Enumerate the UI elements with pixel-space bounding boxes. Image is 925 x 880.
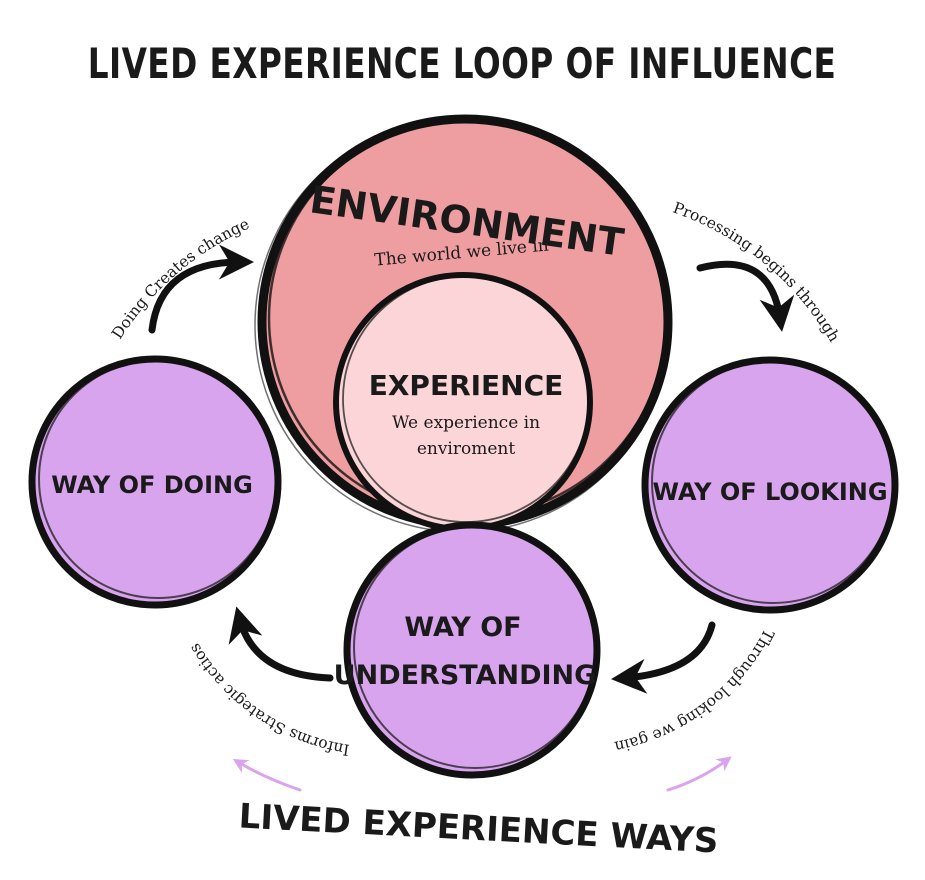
- way-of-doing-node: WAY OF DOING: [28, 355, 282, 609]
- way-of-understanding-ring-sketch: [353, 525, 597, 769]
- footer-arrow-left: [232, 758, 302, 792]
- footer-title: LIVED EXPERIENCE WAYS: [238, 796, 720, 861]
- experience-circle: [336, 275, 590, 529]
- way-of-looking-node: WAY OF LOOKING: [641, 356, 899, 614]
- label-through-looking: Through looking we gain: [613, 626, 778, 756]
- experience-sub-1: We experience in: [392, 413, 540, 433]
- diagram-title: LIVED EXPERIENCE LOOP OF INFLUENCE: [88, 39, 837, 88]
- way-of-doing-ring-sketch: [38, 359, 278, 599]
- experience-sub-2: enviroment: [417, 439, 516, 459]
- arrow-understanding-to-doing: [228, 606, 334, 682]
- arrow-environment-to-looking: [696, 260, 795, 332]
- way-of-looking-circle: [645, 360, 895, 610]
- arrow-doing-to-environment: [148, 244, 254, 334]
- way-of-looking-label: WAY OF LOOKING: [652, 478, 887, 506]
- way-of-understanding-circle: [347, 525, 597, 775]
- experience-node: EXPERIENCE We experience in enviroment: [333, 272, 593, 532]
- way-of-doing-ring: [28, 355, 282, 609]
- way-of-understanding-ring: [343, 521, 601, 779]
- way-of-doing-label: WAY OF DOING: [51, 471, 253, 499]
- way-of-understanding-node: WAY OF UNDERSTANDING: [334, 521, 601, 779]
- way-of-doing-circle: [32, 359, 278, 605]
- way-of-understanding-label-1: WAY OF: [404, 612, 521, 643]
- way-of-looking-ring-sketch: [651, 360, 895, 604]
- way-of-understanding-label-2: UNDERSTANDING: [334, 660, 597, 691]
- experience-label: EXPERIENCE: [369, 369, 564, 402]
- way-of-looking-ring: [641, 356, 899, 614]
- arrow-looking-to-understanding: [611, 621, 716, 694]
- footer-arrow-right: [666, 756, 732, 792]
